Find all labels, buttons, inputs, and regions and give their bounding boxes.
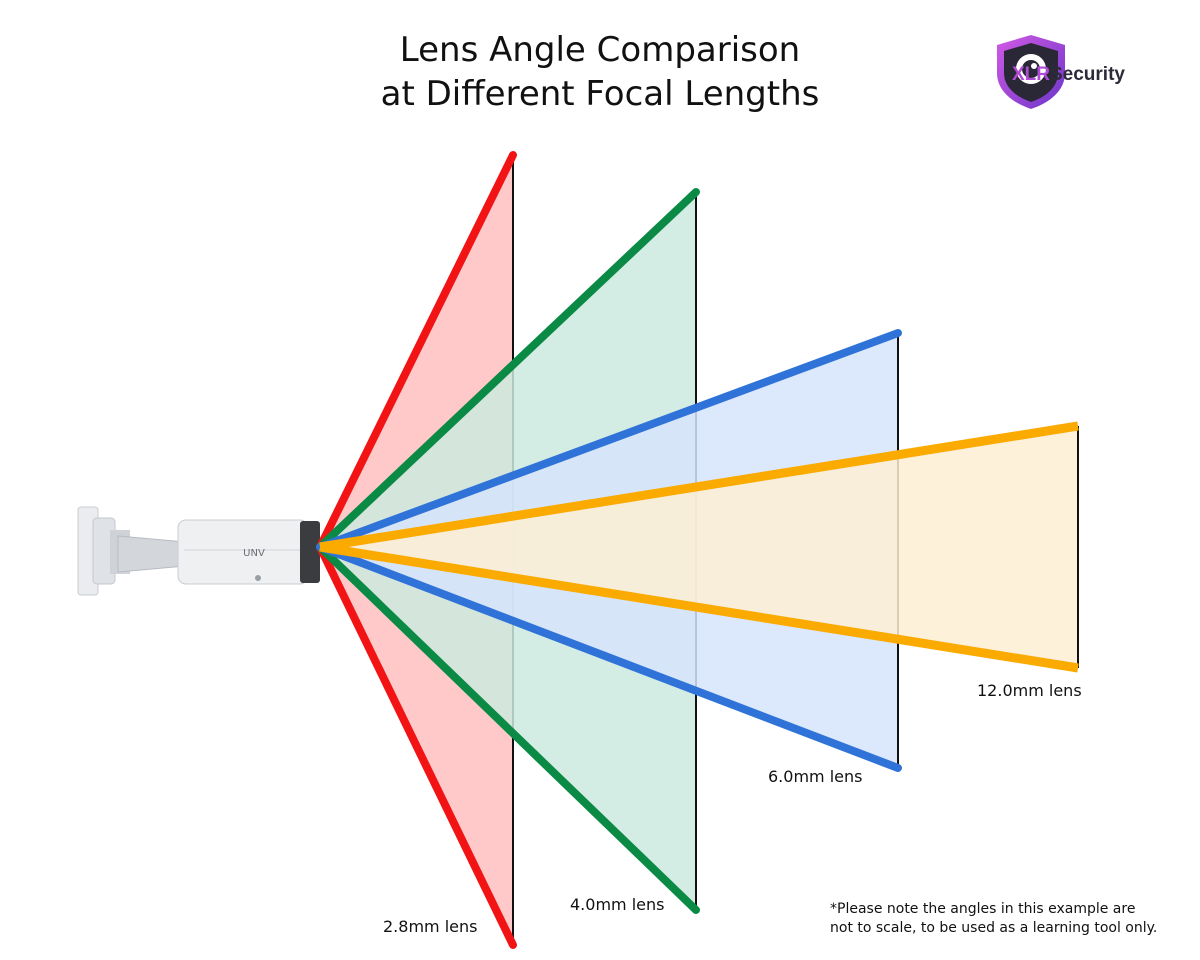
brand-name: XLRSecurity xyxy=(1012,64,1125,86)
brand-name-part1: XLR xyxy=(1012,64,1050,85)
note-line-1: *Please note the angles in this example … xyxy=(830,901,1136,917)
disclaimer-note: *Please note the angles in this example … xyxy=(830,900,1190,938)
note-line-2: not to scale, to be used as a learning t… xyxy=(830,920,1158,936)
lens-label-4-0mm: 4.0mm lens xyxy=(570,895,665,914)
camera-brand-mark: UNV xyxy=(243,548,265,559)
diagram-title: Lens Angle Comparison at Different Focal… xyxy=(300,28,900,116)
lens-12-0mm-cone xyxy=(319,421,1079,673)
lens-label-2-8mm: 2.8mm lens xyxy=(383,917,478,936)
title-line-1: Lens Angle Comparison xyxy=(399,30,801,70)
bullet-camera-icon: UNV xyxy=(77,506,320,596)
shield-camera-icon xyxy=(997,35,1065,109)
brand-name-part2: Security xyxy=(1050,64,1125,85)
lens-label-12-0mm: 12.0mm lens xyxy=(977,681,1082,700)
lens-label-6-0mm: 6.0mm lens xyxy=(768,767,863,786)
title-line-2: at Different Focal Lengths xyxy=(380,74,820,114)
